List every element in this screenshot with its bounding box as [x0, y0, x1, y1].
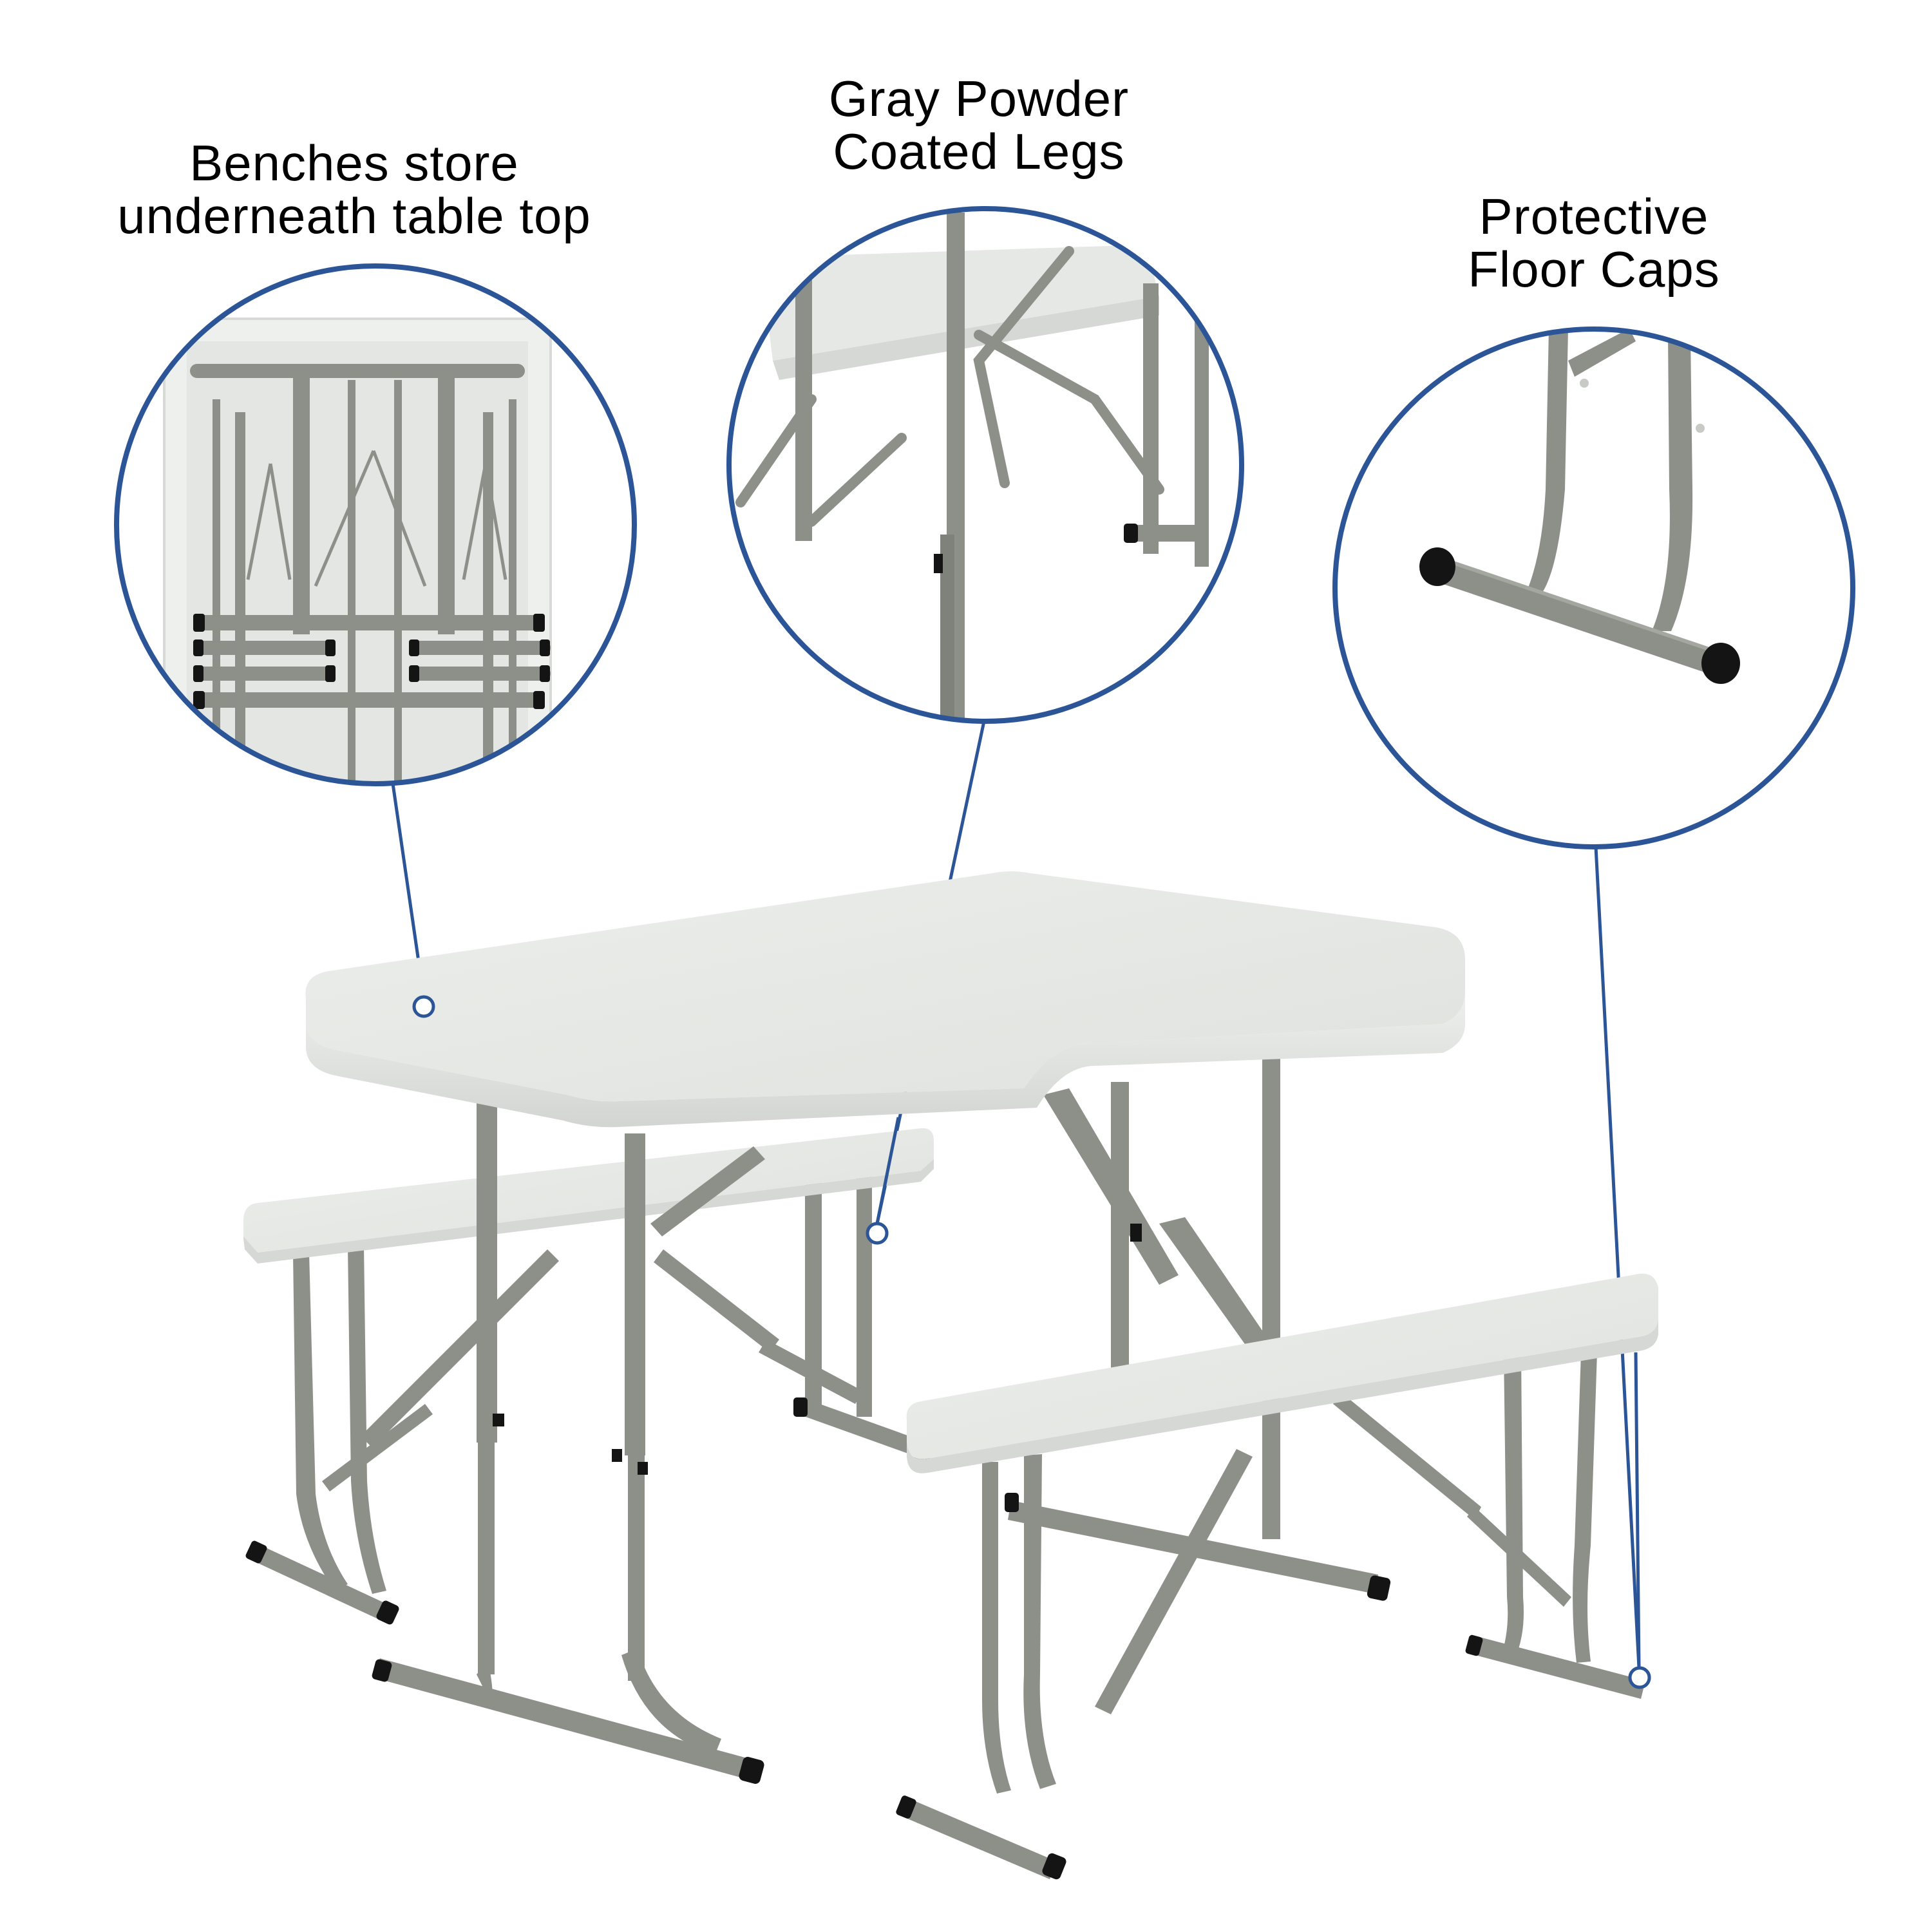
callout-leaders-front [875, 1117, 1641, 1669]
callout-label-caps: Protective Floor Caps [1417, 190, 1771, 296]
callout-dot-leg-icon [866, 1222, 889, 1245]
callout-storage-line1: Benches store [189, 135, 519, 191]
callout-legs-line1: Gray Powder [828, 70, 1130, 127]
callout-legs-line2: Coated Legs [833, 123, 1125, 180]
callout-label-legs: Gray Powder Coated Legs [766, 72, 1191, 178]
table-top [305, 871, 1465, 1128]
callout-caps-line1: Protective [1479, 188, 1709, 245]
detail-circle-legs [726, 206, 1244, 724]
table-front-legs [374, 1095, 863, 1777]
callout-caps-line2: Floor Caps [1468, 241, 1720, 298]
callout-storage-line2: underneath table top [117, 187, 591, 244]
callout-dot-table-top-icon [412, 995, 435, 1018]
table-back-legs [1043, 1050, 1282, 1539]
circle-border-storage [114, 263, 637, 786]
circle-border-legs [726, 206, 1244, 724]
callout-dot-cap-icon [1628, 1666, 1651, 1689]
floor-cap-icon [1419, 547, 1455, 586]
detail-circle-caps [1332, 327, 1855, 849]
circle-border-caps [1332, 327, 1855, 849]
callout-label-storage: Benches store underneath table top [77, 137, 631, 242]
detail-circle-storage [114, 263, 637, 786]
floor-cap-icon [1701, 643, 1740, 684]
right-bench [896, 1273, 1658, 1880]
